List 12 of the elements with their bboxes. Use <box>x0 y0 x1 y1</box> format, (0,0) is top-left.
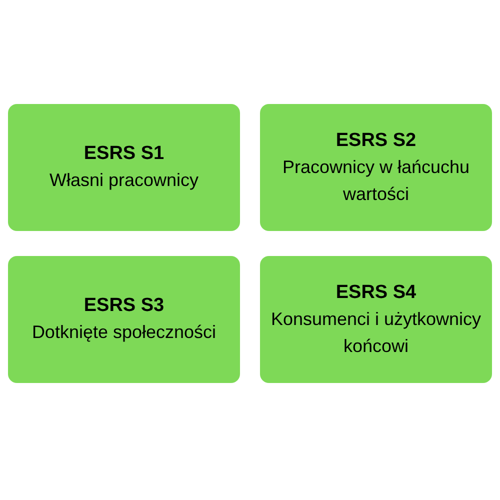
category-box <box>260 256 492 383</box>
box-text: Pracownicy w łańcuchu wartości <box>281 156 471 206</box>
category-box <box>8 256 240 383</box>
box-text: Konsumenci i użytkownicy końcowi <box>270 308 482 358</box>
box-heading: ESRS S1 <box>82 142 166 166</box>
box-heading: ESRS S2 <box>334 128 418 152</box>
box-text: Dotknięte społeczności <box>30 321 218 344</box>
box-heading: ESRS S4 <box>334 280 418 304</box>
category-box <box>8 104 240 231</box>
box-heading: ESRS S3 <box>82 294 166 318</box>
category-box <box>260 104 492 231</box>
box-text: Własni pracownicy <box>48 169 200 192</box>
